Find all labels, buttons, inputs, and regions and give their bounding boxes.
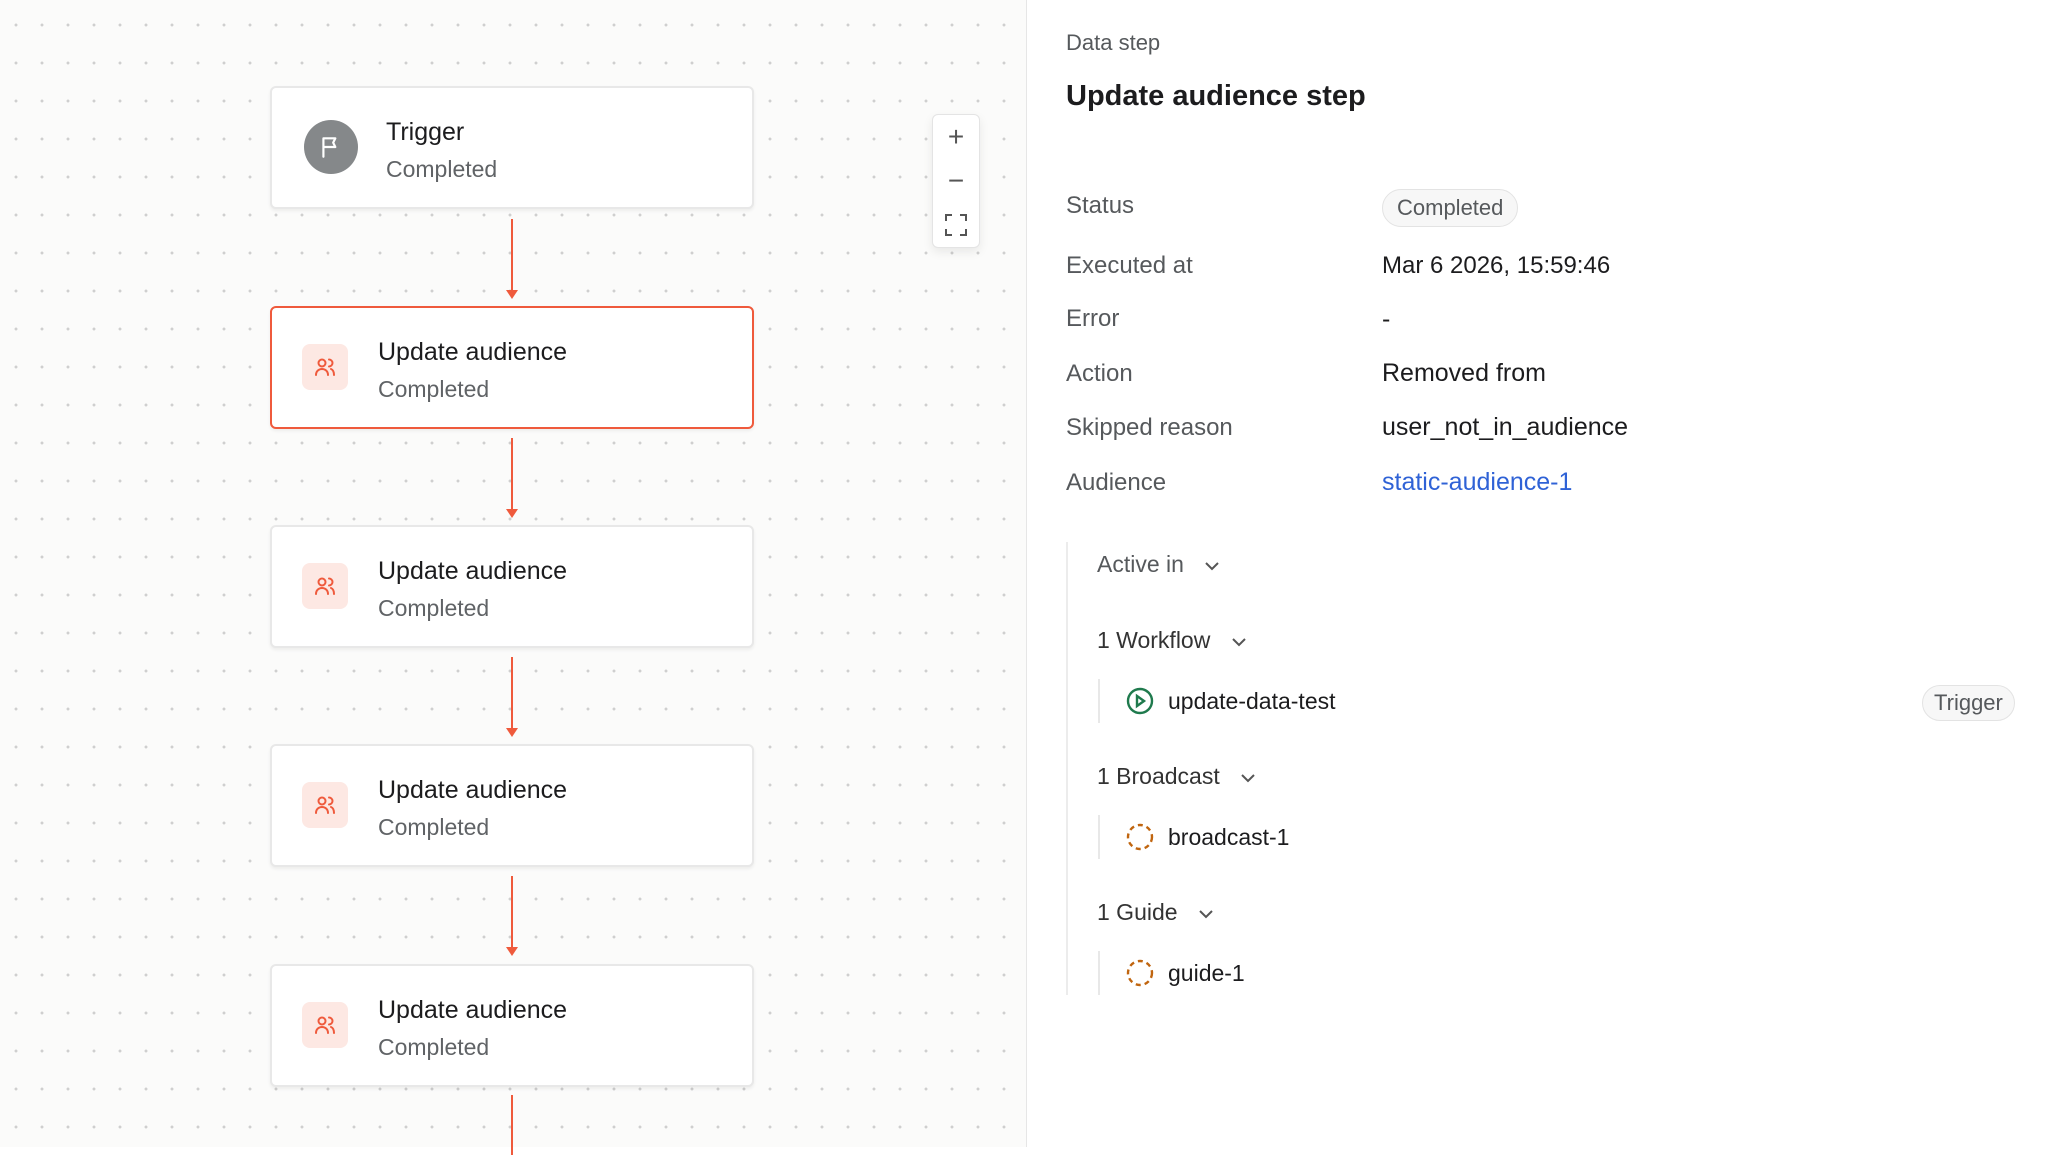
users-icon xyxy=(302,782,348,828)
node-title: Update audience xyxy=(378,996,568,1024)
arrow-icon xyxy=(506,728,518,737)
chevron-down-icon xyxy=(1199,910,1213,919)
flag-icon xyxy=(304,120,358,174)
skipped-label: Skipped reason xyxy=(1066,414,1233,441)
node-status: Completed xyxy=(378,376,490,402)
audience-link[interactable]: static-audience-1 xyxy=(1382,468,1573,496)
zoom-out-button[interactable]: − xyxy=(947,165,965,196)
arrow-icon xyxy=(506,290,518,299)
users-icon xyxy=(302,344,348,390)
edge xyxy=(511,876,513,948)
trigger-badge: Trigger xyxy=(1922,685,2015,721)
fit-view-button[interactable] xyxy=(933,203,979,247)
chevron-down-icon xyxy=(1232,638,1246,647)
edge xyxy=(511,1095,513,1155)
action-label: Action xyxy=(1066,360,1133,387)
node-status: Completed xyxy=(378,595,490,621)
guide-group-label: 1 Guide xyxy=(1097,899,1178,925)
audience-label: Audience xyxy=(1066,469,1167,496)
broadcast-group-label: 1 Broadcast xyxy=(1097,763,1220,789)
dashed-circle-icon xyxy=(1126,823,1154,851)
guide-item[interactable]: guide-1 xyxy=(1098,951,1245,995)
edge xyxy=(511,219,513,291)
node-update-audience[interactable]: Update audience Completed xyxy=(270,744,754,867)
action-value: Removed from xyxy=(1382,359,1546,387)
executed-label: Executed at xyxy=(1066,252,1193,279)
broadcast-group-toggle[interactable]: 1 Broadcast xyxy=(1097,763,1256,790)
node-status: Completed xyxy=(386,156,498,182)
node-title: Update audience xyxy=(378,776,568,804)
workflow-name: update-data-test xyxy=(1168,687,1336,714)
workflow-group-toggle[interactable]: 1 Workflow xyxy=(1097,627,1247,654)
users-icon xyxy=(302,1002,348,1048)
node-update-audience[interactable]: Update audience Completed xyxy=(270,306,754,429)
active-in-toggle[interactable]: Active in xyxy=(1097,551,1220,578)
status-badge: Completed xyxy=(1382,189,1519,227)
node-title: Update audience xyxy=(378,338,568,366)
chevron-down-icon xyxy=(1205,562,1220,571)
active-in-border xyxy=(1066,542,1068,995)
node-update-audience[interactable]: Update audience Completed xyxy=(270,525,754,648)
error-value: - xyxy=(1382,305,1391,333)
workflow-group-label: 1 Workflow xyxy=(1097,627,1211,653)
node-status: Completed xyxy=(378,1034,490,1060)
chevron-down-icon xyxy=(1241,774,1255,783)
skipped-value: user_not_in_audience xyxy=(1382,413,1629,441)
panel-eyebrow: Data step xyxy=(1066,30,1161,55)
guide-group-toggle[interactable]: 1 Guide xyxy=(1097,899,1214,926)
workflow-canvas[interactable]: Trigger Completed Update audience Comple… xyxy=(0,0,1027,1155)
edge xyxy=(511,438,513,510)
panel-title: Update audience step xyxy=(1066,80,1366,112)
workflow-item[interactable]: update-data-test xyxy=(1098,679,1336,723)
node-title: Update audience xyxy=(378,557,568,585)
zoom-controls: + − xyxy=(932,114,980,248)
edge xyxy=(511,657,513,729)
broadcast-name: broadcast-1 xyxy=(1168,823,1290,850)
broadcast-item[interactable]: broadcast-1 xyxy=(1098,815,1289,859)
error-label: Error xyxy=(1066,305,1120,332)
node-status: Completed xyxy=(378,814,490,840)
arrow-icon xyxy=(506,509,518,518)
arrow-icon xyxy=(506,947,518,956)
guide-name: guide-1 xyxy=(1168,959,1245,986)
zoom-in-button[interactable]: + xyxy=(947,121,965,152)
executed-value: Mar 6 2026, 15:59:46 xyxy=(1382,252,1611,279)
dashed-circle-icon xyxy=(1126,959,1154,987)
node-title: Trigger xyxy=(386,118,465,146)
active-in-label: Active in xyxy=(1097,551,1184,577)
node-trigger[interactable]: Trigger Completed xyxy=(270,86,754,209)
fullscreen-icon xyxy=(945,214,967,236)
node-update-audience[interactable]: Update audience Completed xyxy=(270,964,754,1087)
users-icon xyxy=(302,563,348,609)
play-circle-icon xyxy=(1126,687,1154,715)
status-label: Status xyxy=(1066,192,1135,219)
